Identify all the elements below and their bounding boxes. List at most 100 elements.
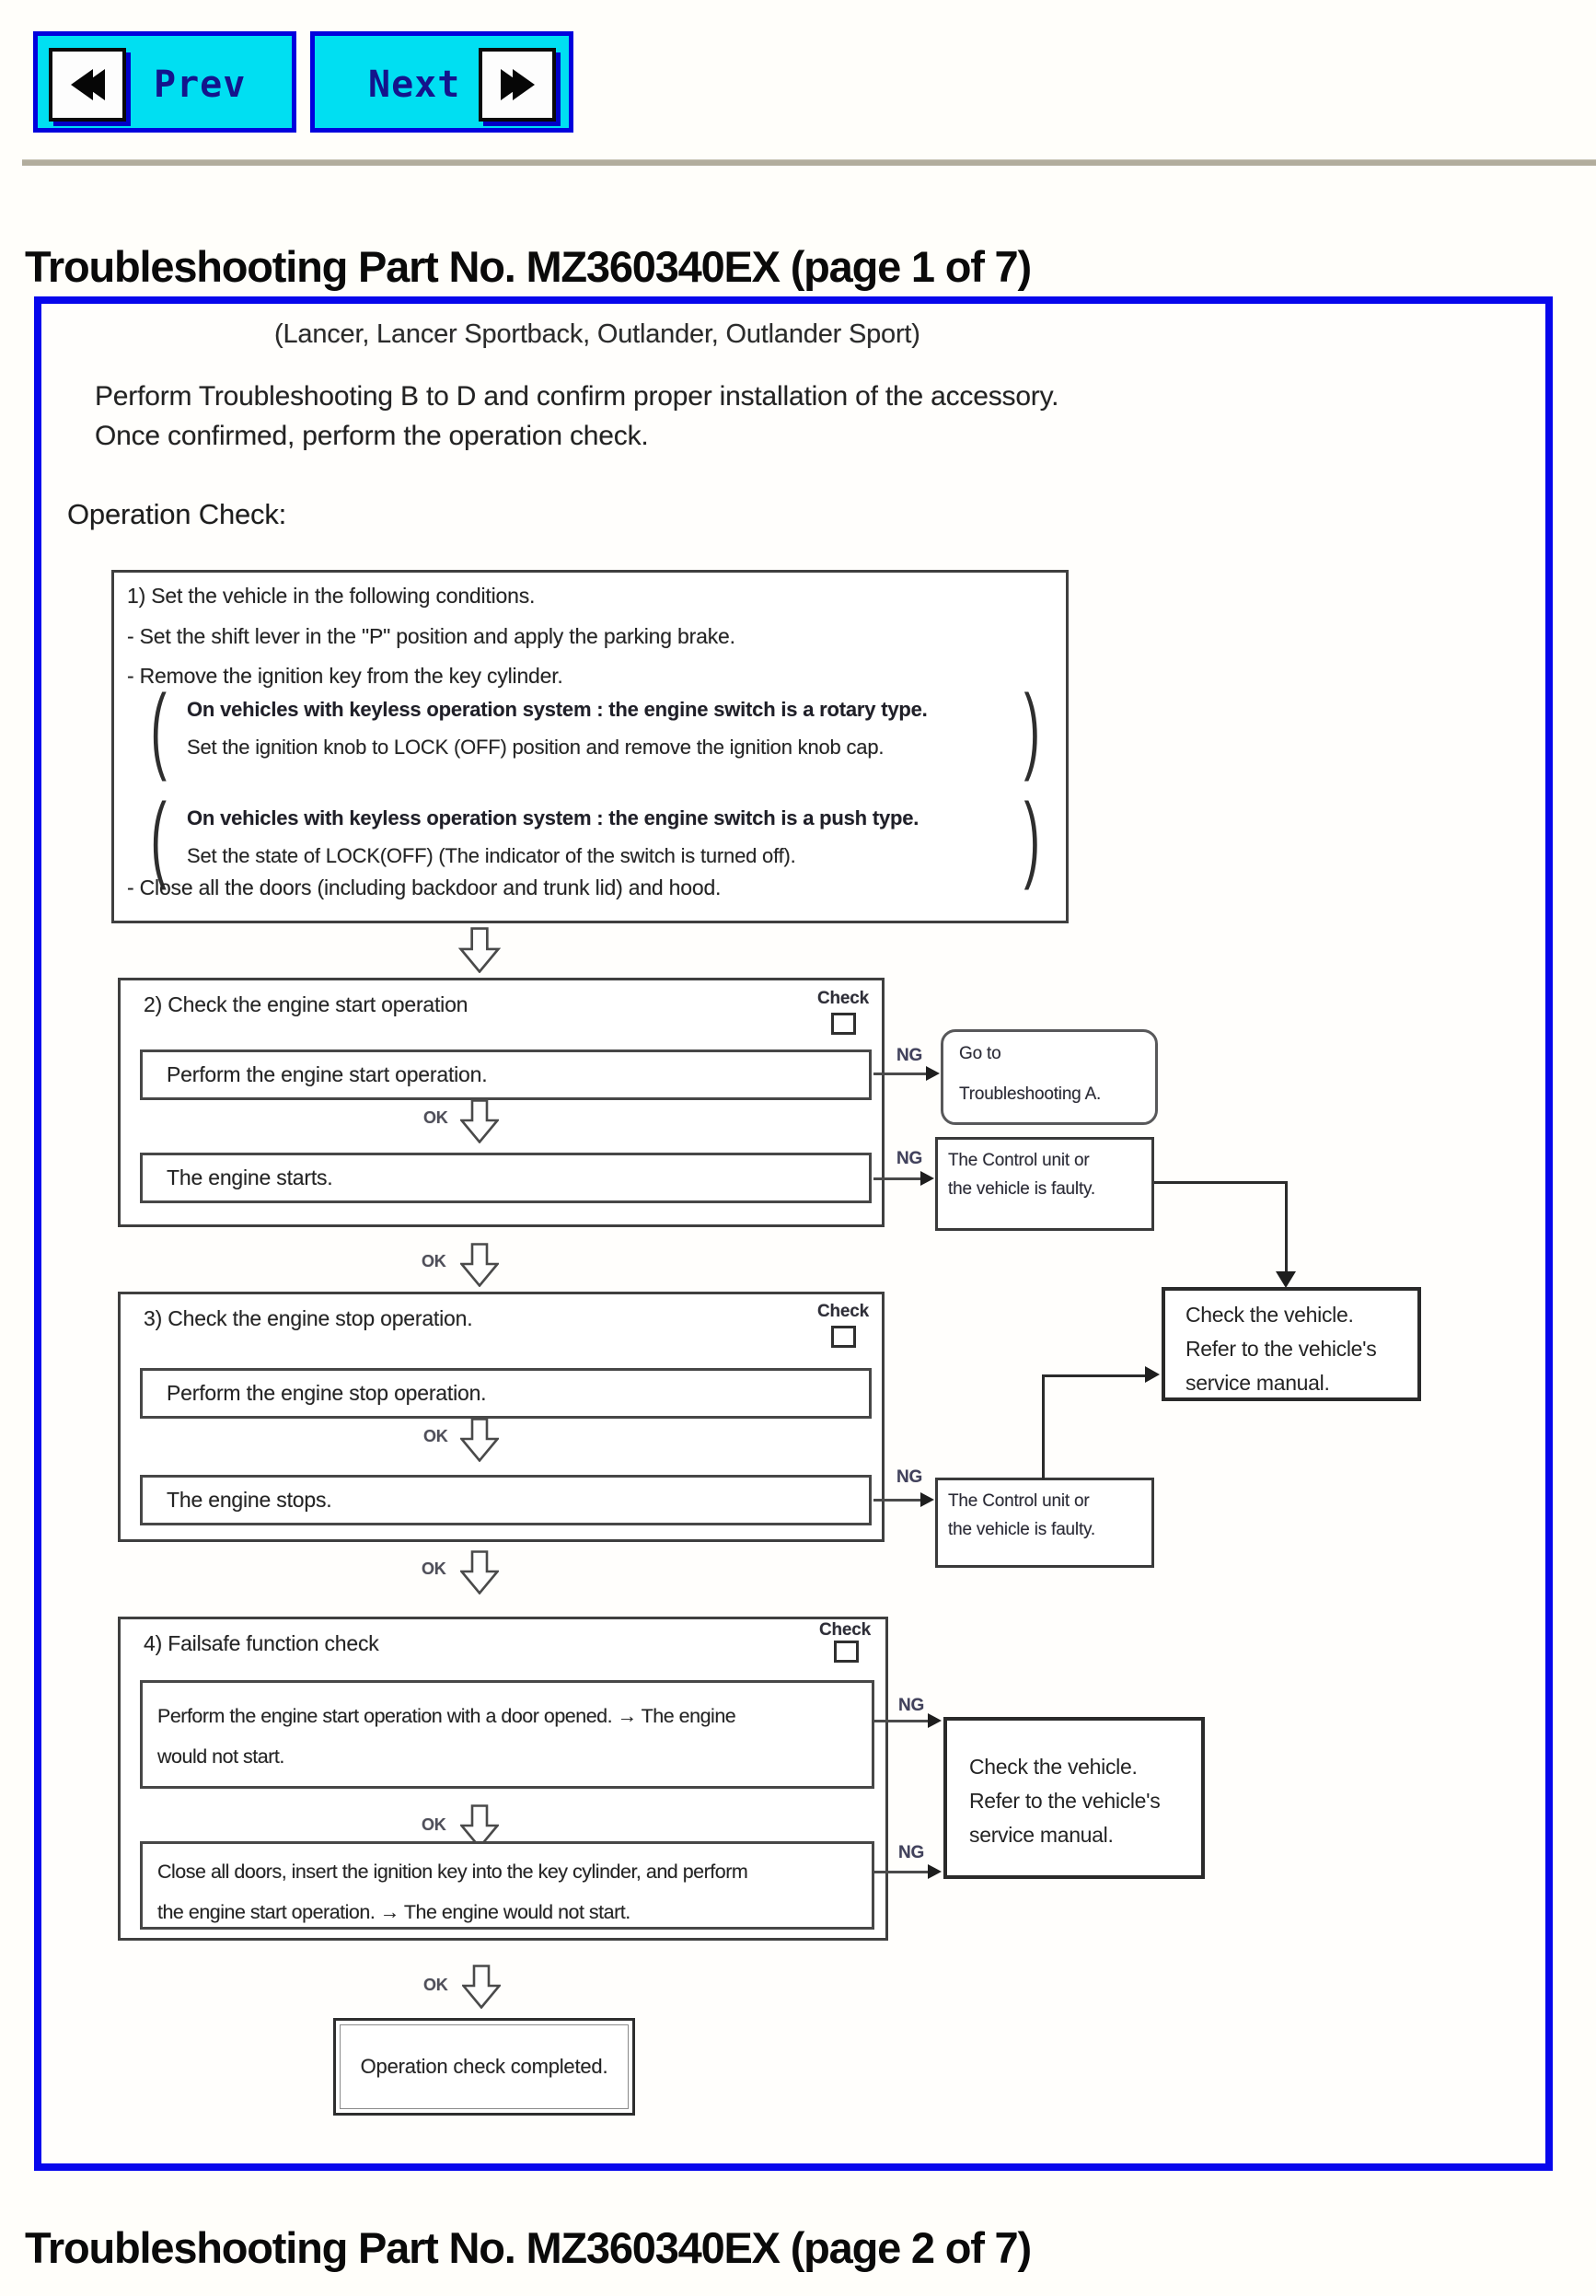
step1-item: - Close all the doors (including backdoo…: [127, 875, 722, 899]
operation-complete-text: Operation check completed.: [360, 2055, 608, 2078]
check-vehicle-line2: Refer to the vehicle's: [969, 1789, 1161, 1813]
ok-label: OK: [422, 1252, 446, 1270]
step3-action-box: Perform the engine stop operation.: [140, 1368, 872, 1419]
step4-title: 4) Failsafe function check: [144, 1631, 379, 1655]
operation-complete-box: Operation check completed.: [333, 2018, 635, 2116]
check-vehicle-line3: service manual.: [1185, 1371, 1330, 1395]
arrowhead-right-icon: [920, 1171, 934, 1186]
fault-box-line1: The Control unit or: [948, 1491, 1090, 1511]
ng-label: NG: [896, 1467, 923, 1487]
check-vehicle-line3: service manual.: [969, 1823, 1114, 1847]
ng-label: NG: [896, 1149, 923, 1168]
step1-title: 1) Set the vehicle in the following cond…: [127, 584, 536, 608]
check-checkbox: [834, 1641, 859, 1663]
keyless-note1-line1: On vehicles with keyless operation syste…: [187, 698, 928, 721]
step2-result-box: The engine starts.: [140, 1153, 872, 1203]
ng-label: NG: [898, 1696, 925, 1715]
arrowhead-right-icon: [926, 1066, 940, 1081]
control-unit-faulty-box: [935, 1478, 1154, 1568]
intro-text-line2: Once confirmed, perform the operation ch…: [95, 421, 649, 451]
ok-label: OK: [422, 1815, 446, 1834]
vehicle-models-subtitle: (Lancer, Lancer Sportback, Outlander, Ou…: [274, 319, 920, 349]
step4-action-line2: would not start.: [157, 1745, 284, 1768]
prev-button[interactable]: Prev: [33, 31, 296, 133]
step2-action-text: Perform the engine start operation.: [167, 1062, 488, 1086]
goto-box-line1: Go to: [959, 1044, 1001, 1063]
horizontal-divider: [22, 159, 1596, 166]
step4-action-box: Perform the engine start operation with …: [140, 1680, 874, 1789]
flow-arrow-down-icon: [457, 927, 502, 978]
ok-label: OK: [423, 1976, 448, 1994]
intro-text-line1: Perform Troubleshooting B to D and confi…: [95, 381, 1059, 412]
connector-line: [874, 1720, 928, 1722]
flow-arrow-down-icon: [458, 1099, 501, 1148]
connector-line: [1285, 1181, 1288, 1273]
step4-action-line1: Perform the engine start operation with …: [157, 1705, 736, 1727]
bracket-right: ): [1024, 784, 1040, 891]
prev-button-label: Prev: [154, 64, 247, 106]
keyless-note1-line2: Set the ignition knob to LOCK (OFF) posi…: [187, 736, 885, 759]
goto-box-line2: Troubleshooting A.: [959, 1084, 1102, 1104]
connector-line: [1042, 1375, 1045, 1479]
bracket-left: (: [150, 676, 167, 783]
bracket-left: (: [150, 784, 167, 891]
goto-troubleshooting-a-box: [941, 1029, 1158, 1125]
step4-result-box: Close all doors, insert the ignition key…: [140, 1841, 874, 1930]
rewind-icon: [49, 48, 126, 122]
connector-line: [873, 1177, 922, 1180]
step1-item: - Remove the ignition key from the key c…: [127, 664, 563, 688]
ok-label: OK: [423, 1108, 448, 1127]
connector-line: [1154, 1181, 1288, 1184]
step1-item: - Set the shift lever in the "P" positio…: [127, 624, 735, 648]
arrowhead-down-icon: [1276, 1271, 1296, 1288]
check-vehicle-line1: Check the vehicle.: [1185, 1303, 1354, 1327]
connector-line: [1042, 1374, 1145, 1377]
flow-arrow-down-icon: [458, 1243, 501, 1292]
ok-label: OK: [423, 1427, 448, 1445]
arrowhead-right-icon: [928, 1713, 942, 1728]
check-checkbox: [831, 1326, 856, 1348]
step3-action-text: Perform the engine stop operation.: [167, 1381, 487, 1405]
fast-forward-triangle-icon: [512, 69, 535, 100]
operation-check-label: Operation Check:: [67, 498, 287, 530]
check-label: Check: [819, 1620, 872, 1640]
control-unit-faulty-box: [935, 1137, 1154, 1231]
step2-result-text: The engine starts.: [167, 1165, 333, 1189]
next-button[interactable]: Next: [310, 31, 573, 133]
check-label: Check: [817, 989, 870, 1008]
connector-line: [873, 1073, 927, 1075]
check-vehicle-line1: Check the vehicle.: [969, 1755, 1138, 1779]
flow-arrow-down-icon: [458, 1550, 501, 1599]
arrowhead-right-icon: [1145, 1366, 1160, 1383]
fault-box-line2: the vehicle is faulty.: [948, 1520, 1095, 1539]
flow-arrow-down-icon: [458, 1804, 501, 1853]
connector-line: [874, 1871, 928, 1873]
fault-box-line1: The Control unit or: [948, 1151, 1090, 1170]
connector-line: [873, 1499, 922, 1502]
check-checkbox: [831, 1013, 856, 1035]
arrowhead-right-icon: [920, 1492, 934, 1507]
check-vehicle-box: Check the vehicle. Refer to the vehicle'…: [943, 1717, 1205, 1879]
check-vehicle-box: Check the vehicle. Refer to the vehicle'…: [1162, 1287, 1421, 1401]
page-title: Troubleshooting Part No. MZ360340EX (pag…: [25, 2223, 1032, 2272]
step3-title: 3) Check the engine stop operation.: [144, 1306, 473, 1330]
ng-label: NG: [898, 1843, 925, 1862]
keyless-note2-line2: Set the state of LOCK(OFF) (The indicato…: [187, 844, 796, 867]
step1-box: [111, 570, 1069, 923]
step3-result-text: The engine stops.: [167, 1488, 332, 1512]
check-vehicle-line2: Refer to the vehicle's: [1185, 1337, 1377, 1361]
keyless-note2-line1: On vehicles with keyless operation syste…: [187, 806, 919, 829]
step4-result-line1: Close all doors, insert the ignition key…: [157, 1861, 748, 1883]
next-button-label: Next: [368, 64, 461, 106]
fault-box-line2: the vehicle is faulty.: [948, 1179, 1095, 1199]
check-label: Check: [817, 1302, 870, 1321]
step3-result-box: The engine stops.: [140, 1475, 872, 1525]
step4-result-line2: the engine start operation. → The engine…: [157, 1901, 630, 1923]
step2-action-box: Perform the engine start operation.: [140, 1049, 872, 1100]
page-title: Troubleshooting Part No. MZ360340EX (pag…: [25, 242, 1032, 291]
flow-arrow-down-icon: [460, 1965, 503, 2013]
flow-arrow-down-icon: [458, 1418, 501, 1467]
ok-label: OK: [422, 1560, 446, 1578]
rewind-triangle-icon: [82, 69, 105, 100]
